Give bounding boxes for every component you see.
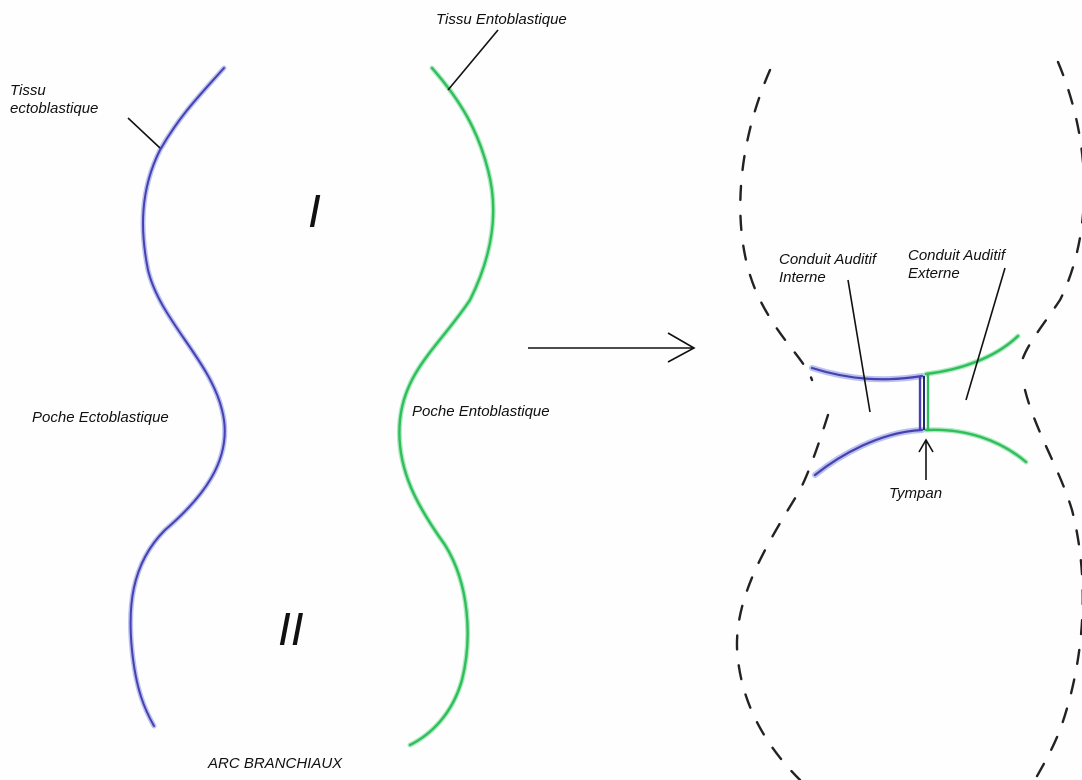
external-canal-lower-wall (924, 428, 1028, 464)
label-tissu-entoblastique: Tissu Entoblastique (436, 11, 567, 28)
label-conduit-externe-line2: Externe (908, 265, 960, 282)
dashed-lower-right (1023, 388, 1082, 780)
leader-conduit-externe (965, 267, 1006, 401)
dashed-lower-left (735, 413, 830, 780)
dashed-upper-right (1018, 60, 1082, 372)
external-canal-upper-highlight (923, 333, 1021, 377)
label-tissu-ectoblastique-line2: ectoblastique (10, 100, 99, 117)
leader-conduit-interne (847, 279, 871, 413)
internal-canal-upper-wall (810, 366, 924, 381)
entoblast-pocket-line (396, 65, 496, 748)
label-conduit-interne-line2: Interne (779, 269, 826, 286)
dashed-upper-left (739, 68, 814, 382)
label-tympan: Tympan (889, 485, 943, 502)
label-poche-entoblastique: Poche Entoblastique (412, 403, 550, 420)
label-conduit-interne-line1: Conduit Auditif (779, 251, 877, 268)
label-arc-two: II (278, 603, 304, 655)
ear-canal-structure (809, 333, 1029, 478)
external-canal-upper-wall (924, 334, 1020, 376)
ectoblast-pocket-line (128, 65, 228, 729)
leader-tissu-entoblastique (447, 29, 499, 91)
ectoblast-line (129, 67, 226, 727)
transformation-arrow (528, 332, 696, 363)
tympan-arrow (918, 438, 934, 480)
label-conduit-auditif-externe: Conduit Auditif Externe (908, 247, 1005, 283)
label-tissu-ectoblastique: Tissu ectoblastique (10, 82, 98, 118)
ectoblast-line-highlight (128, 65, 228, 729)
label-conduit-auditif-interne: Conduit Auditif Interne (779, 251, 876, 287)
label-tissu-ectoblastique-line1: Tissu (10, 82, 46, 99)
internal-canal-lower-wall (813, 428, 924, 477)
dashed-outline (735, 60, 1082, 780)
label-arc-branchiaux: ARC BRANCHIAUX (208, 755, 343, 772)
internal-canal-lower-highlight (812, 427, 925, 478)
entoblast-line (398, 66, 495, 747)
label-arc-one: I (308, 185, 321, 237)
label-poche-ectoblastique: Poche Ectoblastique (32, 409, 169, 426)
label-conduit-externe-line1: Conduit Auditif (908, 247, 1006, 264)
leader-tissu-ectoblastique (127, 117, 161, 149)
